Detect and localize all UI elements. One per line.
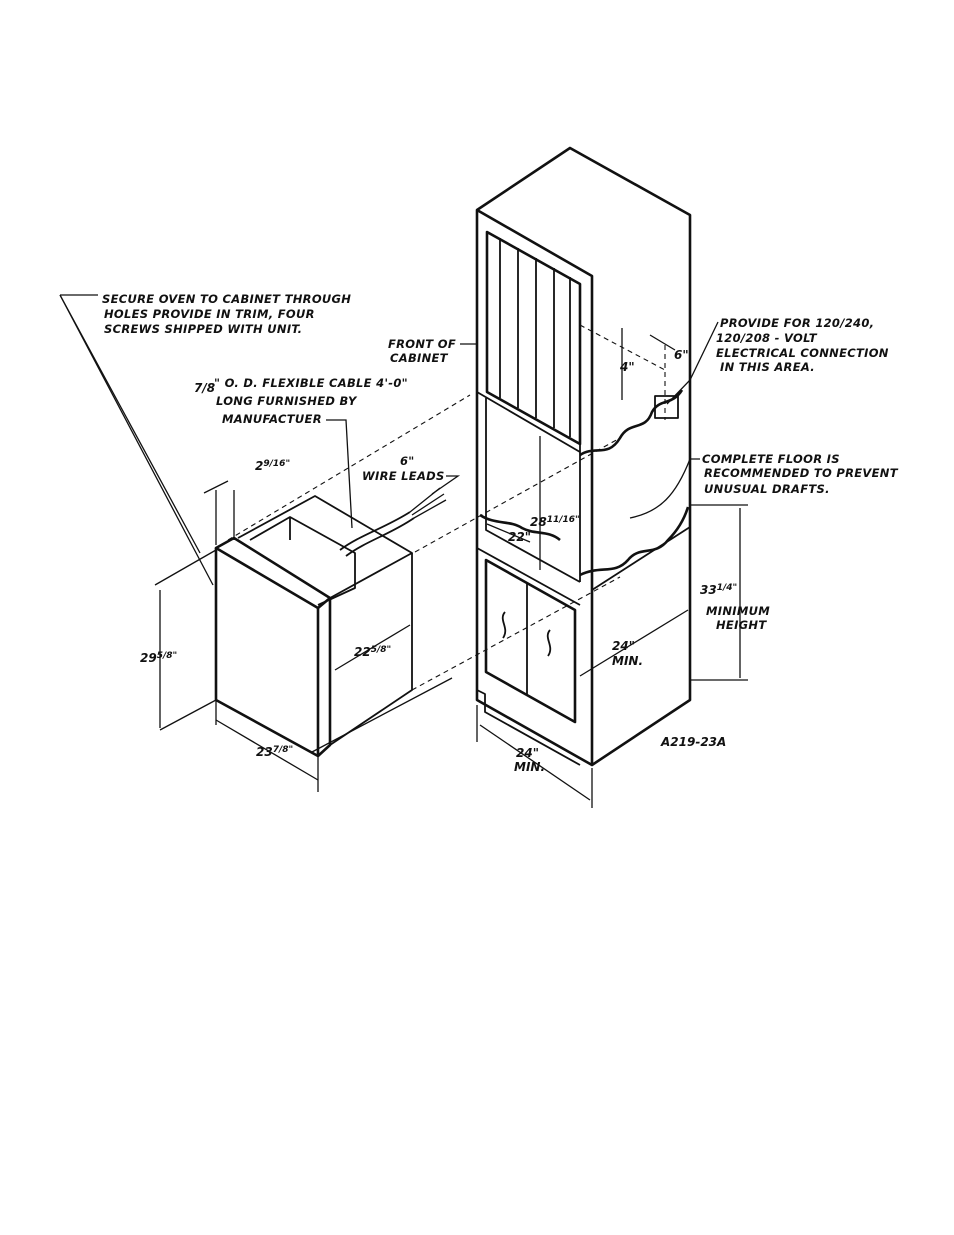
- cabinet-depth-min: MIN.: [612, 654, 643, 668]
- electrical-note-line-3: ELECTRICAL CONNECTION: [716, 346, 889, 360]
- oven: [214, 487, 447, 758]
- leader-lines: [59, 294, 748, 808]
- minimum-height-line-1: MINIMUM: [706, 604, 770, 618]
- cabinet-width-value: 24": [516, 746, 539, 760]
- front-of-cabinet-note: FRONT OF CABINET: [388, 337, 456, 365]
- cabinet: [475, 146, 692, 767]
- electrical-note: PROVIDE FOR 120/240, 120/208 - VOLT ELEC…: [716, 316, 889, 374]
- floor-note-line-1: COMPLETE FLOOR IS: [702, 452, 840, 466]
- front-of-cabinet-line-2: CABINET: [390, 351, 449, 365]
- secure-oven-note: SECURE OVEN TO CABINET THROUGH HOLES PRO…: [102, 292, 351, 336]
- flexible-cable-note: 7/8 " O. D. FLEXIBLE CABLE 4'-0" LONG FU…: [194, 376, 408, 426]
- cabinet-floor-height-dimension: 331/4": [700, 583, 737, 597]
- oven-height-dimension: 295/8": [140, 651, 177, 665]
- wire-leads-label: WIRE LEADS: [362, 469, 445, 483]
- wire-leads-note: 6" WIRE LEADS: [362, 454, 445, 483]
- minimum-height-line-2: HEIGHT: [716, 618, 767, 632]
- oven-width-dimension: 237/8": [256, 745, 293, 759]
- floor-note-line-3: UNUSUAL DRAFTS.: [704, 482, 830, 496]
- electrical-note-line-2: 120/208 - VOLT: [716, 331, 818, 345]
- electrical-note-line-4: IN THIS AREA.: [720, 360, 815, 374]
- wire-leads-length: 6": [400, 454, 415, 468]
- figure-id: A219-23A: [660, 735, 726, 749]
- cabinet-width-min: MIN.: [514, 760, 545, 774]
- secure-oven-note-line-2: HOLES PROVIDE IN TRIM, FOUR: [104, 307, 315, 321]
- electrical-note-line-1: PROVIDE FOR 120/240,: [720, 316, 874, 330]
- projection-lines: [154, 394, 621, 753]
- floor-note: COMPLETE FLOOR IS RECOMMENDED TO PREVENT…: [702, 452, 899, 496]
- electrical-horizontal-dimension: 6": [674, 348, 689, 362]
- trim-depth-dimension: 29/16": [255, 459, 290, 473]
- cutout-depth-dimension: 22": [508, 530, 531, 544]
- front-of-cabinet-line-1: FRONT OF: [388, 337, 456, 351]
- electrical-vertical-dimension: 4": [619, 360, 635, 374]
- secure-oven-note-line-3: SCREWS SHIPPED WITH UNIT.: [104, 322, 302, 336]
- secure-oven-note-line-1: SECURE OVEN TO CABINET THROUGH: [102, 292, 351, 306]
- flexible-cable-fraction: 7/8: [194, 381, 215, 395]
- cutout-height-dimension: 2811/16": [530, 515, 580, 529]
- floor-note-line-2: RECOMMENDED TO PREVENT: [704, 466, 899, 480]
- flexible-cable-line-1: " O. D. FLEXIBLE CABLE 4'-0": [214, 376, 408, 390]
- dimension-labels: 29/16" 295/8" 237/8" 225/8" 2811/16" 22"…: [140, 348, 737, 774]
- minimum-height-note: MINIMUM HEIGHT: [706, 604, 770, 632]
- flexible-cable-line-2: LONG FURNISHED BY: [216, 394, 358, 408]
- oven-depth-dimension: 225/8": [354, 645, 391, 659]
- cabinet-depth-value: 24": [612, 639, 635, 653]
- flexible-cable-line-3: MANUFACTUER: [222, 412, 322, 426]
